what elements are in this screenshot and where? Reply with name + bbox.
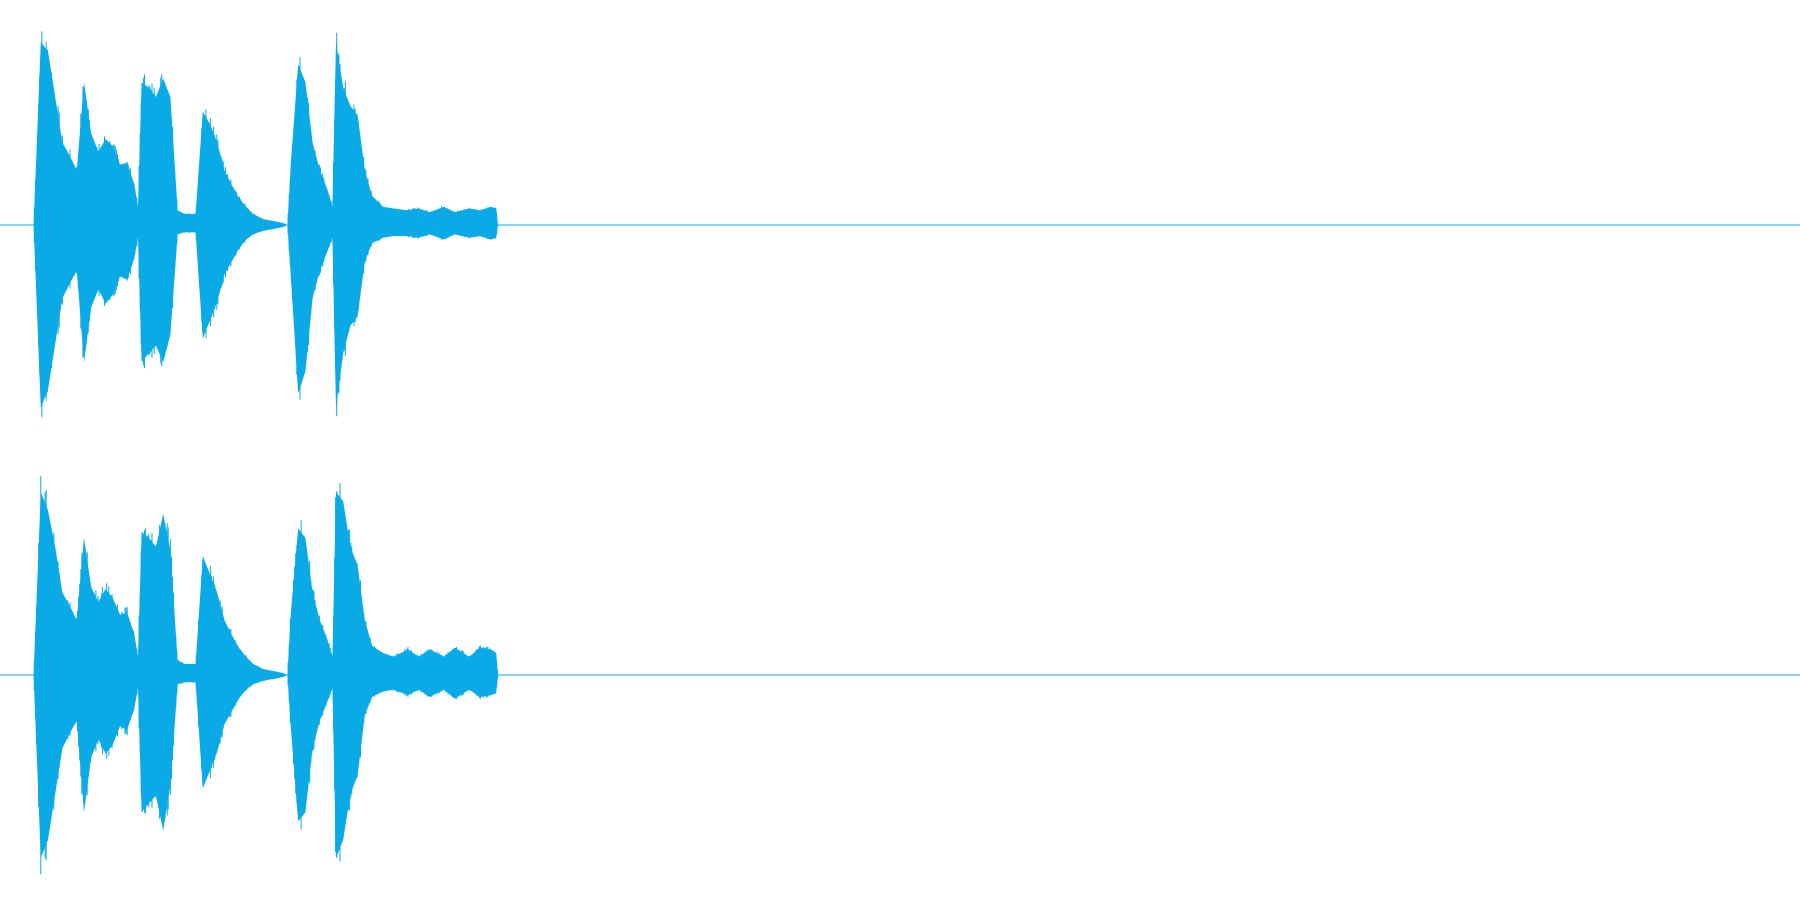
waveform-svg-left: [0, 31, 1800, 418]
waveform-svg-right: [0, 475, 1800, 875]
track-right-channel: [0, 450, 1800, 900]
waveform-right-spikes: [33, 475, 499, 875]
track-left-channel: [0, 31, 1800, 418]
waveform-left-spikes: [33, 31, 498, 418]
